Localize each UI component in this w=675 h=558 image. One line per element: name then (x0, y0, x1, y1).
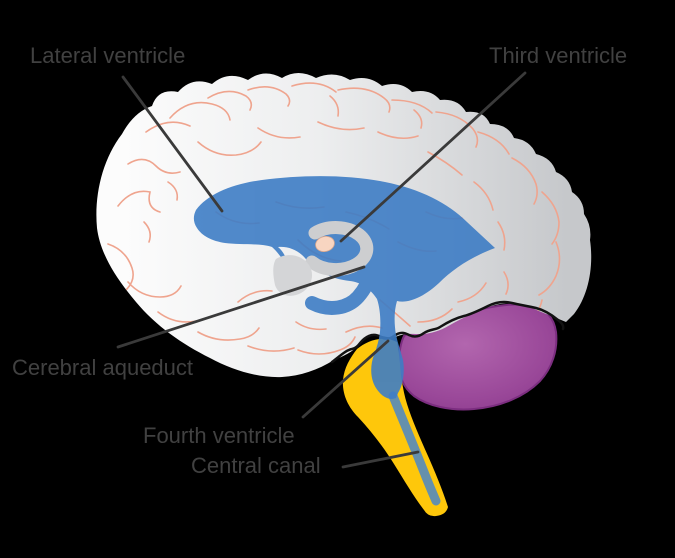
cerebrum-base-outline (330, 300, 565, 364)
ventricles-shape (193, 176, 495, 399)
interthalamic-adhesion-shape (315, 235, 335, 253)
leader-line-cerebral-aqueduct (116, 265, 366, 349)
inferior-horn-shape (305, 263, 379, 315)
leader-line-central-canal (341, 450, 420, 469)
label-third-ventricle: Third ventricle (489, 43, 627, 68)
leader-line-fourth-ventricle (301, 339, 390, 419)
label-central-canal: Central canal (191, 453, 321, 478)
label-lateral-ventricle: Lateral ventricle (30, 43, 185, 68)
leader-line-third-ventricle (339, 71, 527, 243)
label-fourth-ventricle: Fourth ventricle (143, 423, 295, 448)
thalamus-cutout-band (305, 221, 374, 277)
label-cerebral-aqueduct: Cerebral aqueduct (12, 355, 193, 380)
leader-lines (116, 71, 527, 469)
central-canal-shape (388, 391, 441, 506)
lateral-third-ventricle-shape (193, 176, 495, 399)
leader-line-lateral-ventricle (121, 75, 224, 213)
